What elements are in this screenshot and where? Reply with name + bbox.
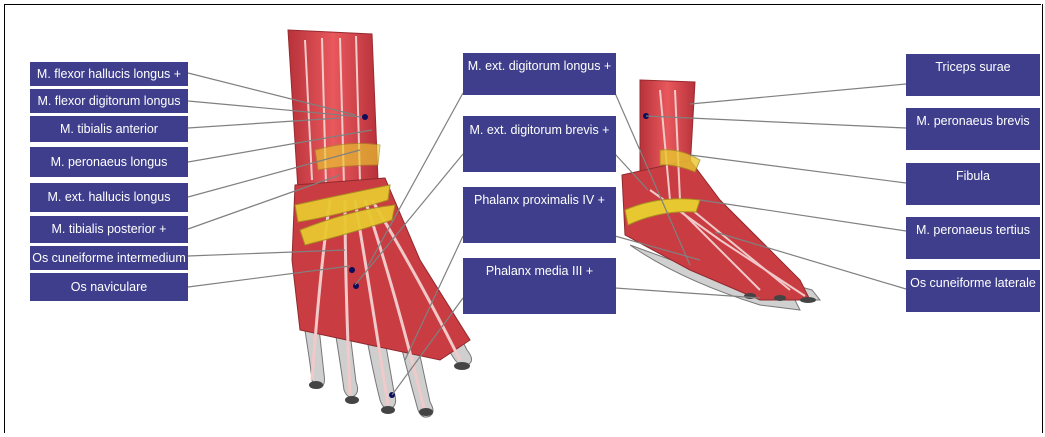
- label-peronaeus-longus[interactable]: M. peronaeus longus: [30, 147, 188, 177]
- label-phalanx-proximalis-iv[interactable]: Phalanx proximalis IV +: [463, 187, 616, 243]
- right-foot-illustration: [622, 80, 820, 310]
- label-os-cuneiforme-intermedium[interactable]: Os cuneiforme intermedium: [30, 246, 188, 270]
- label-ext-hallucis-longus[interactable]: M. ext. hallucis longus: [30, 183, 188, 212]
- label-os-naviculare[interactable]: Os naviculare: [30, 273, 188, 301]
- label-fibula[interactable]: Fibula: [906, 163, 1040, 205]
- label-peronaeus-tertius[interactable]: M. peronaeus tertius: [906, 217, 1040, 259]
- label-flexor-digitorum-longus[interactable]: M. flexor digitorum longus: [30, 89, 188, 113]
- label-ext-digitorum-longus[interactable]: M. ext. digitorum longus +: [463, 53, 616, 95]
- label-phalanx-media-iii[interactable]: Phalanx media III +: [463, 258, 616, 314]
- label-tibialis-anterior[interactable]: M. tibialis anterior: [30, 116, 188, 142]
- label-os-cuneiforme-laterale[interactable]: Os cuneiforme laterale: [906, 270, 1040, 312]
- label-ext-digitorum-brevis[interactable]: M. ext. digitorum brevis +: [463, 116, 616, 172]
- label-peronaeus-brevis[interactable]: M. peronaeus brevis: [906, 108, 1040, 150]
- label-flexor-hallucis-longus[interactable]: M. flexor hallucis longus +: [30, 62, 188, 86]
- left-foot-illustration: [288, 30, 472, 417]
- label-triceps-surae[interactable]: Triceps surae: [906, 54, 1040, 96]
- label-tibialis-posterior[interactable]: M. tibialis posterior +: [30, 216, 188, 243]
